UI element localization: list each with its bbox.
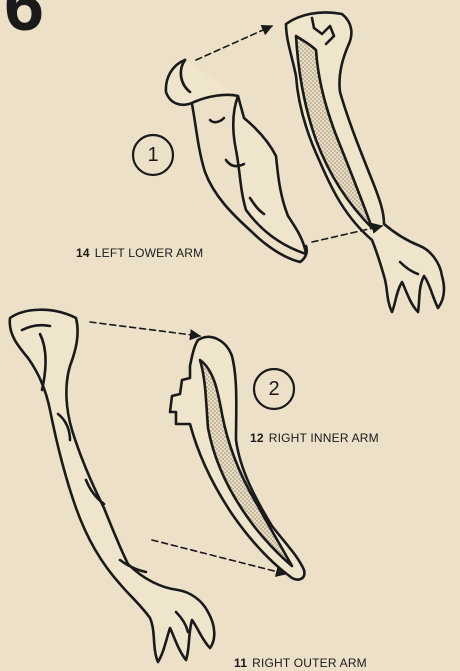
left-lower-arm-shell xyxy=(166,60,307,262)
label-left-lower-arm: 14 LEFT LOWER ARM xyxy=(76,246,203,260)
label-right-outer-arm: 11 RIGHT OUTER ARM xyxy=(234,656,367,670)
part-name: LEFT LOWER ARM xyxy=(95,246,204,260)
right-outer-arm xyxy=(10,310,215,662)
part-number: 14 xyxy=(76,246,90,260)
step-2-number: 2 xyxy=(257,372,291,406)
part-number: 12 xyxy=(250,431,264,445)
part-name: RIGHT INNER ARM xyxy=(269,431,379,445)
left-inner-arm-piece xyxy=(286,12,444,312)
label-right-inner-arm: 12 RIGHT INNER ARM xyxy=(250,431,379,445)
part-name: RIGHT OUTER ARM xyxy=(252,656,367,670)
part-number: 11 xyxy=(234,656,247,670)
step-1-number: 1 xyxy=(136,138,170,172)
